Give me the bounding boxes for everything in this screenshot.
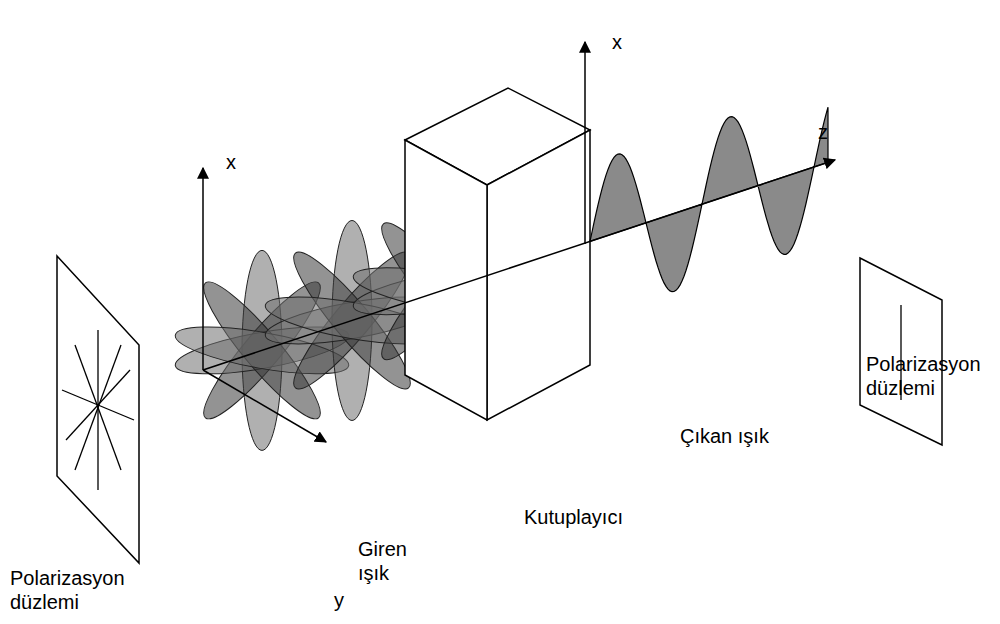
input-plane <box>57 256 139 563</box>
plane-label: Polarizasyon düzlemi <box>866 352 996 400</box>
input-axes <box>203 168 326 442</box>
polarized-wave <box>590 107 828 292</box>
wave-label: Çıkan ışık <box>680 424 800 448</box>
axis-label: y <box>334 588 354 612</box>
output-plane <box>860 258 942 445</box>
axis-label: z <box>818 120 838 144</box>
axis-label: x <box>612 30 632 54</box>
plane-label: Polarizasyon düzlemi <box>10 566 170 614</box>
part-label: Kutuplayıcı <box>524 505 664 529</box>
polarizer-box <box>405 88 590 420</box>
axis-label: x <box>226 150 246 174</box>
x-axis-output <box>584 42 586 244</box>
z-axis <box>203 160 835 370</box>
wave-label: Giren ışık <box>358 537 428 585</box>
